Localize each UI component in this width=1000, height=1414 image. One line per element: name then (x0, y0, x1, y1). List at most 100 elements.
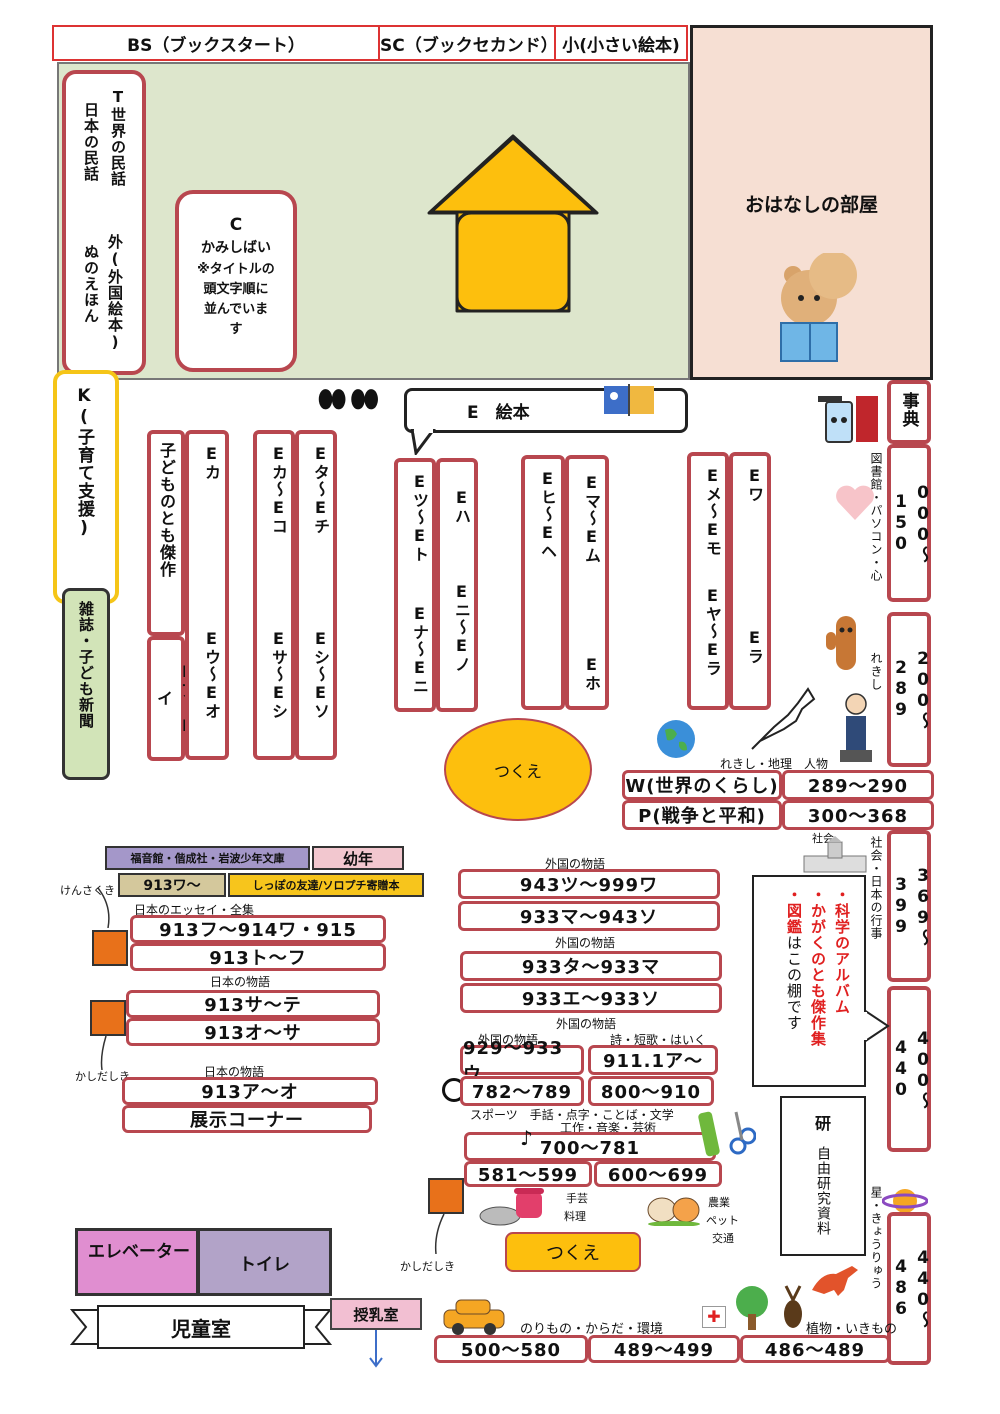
folk-japan-label: 日本の民話 (82, 102, 100, 182)
r913o-text: 913オ～サ (204, 1023, 302, 1044)
shelf-913wa-label: 913ワ～ (118, 873, 226, 897)
elevator-label: エレベーター (88, 1242, 190, 1262)
e-sa-label: Eサ～Eシ (269, 629, 288, 720)
e-hi-label: Eヒ～Eヘ (538, 469, 557, 560)
desk-oval: つくえ (444, 718, 592, 821)
shippo-text: しっぽの友達/ソロプチ寄贈本 (252, 879, 400, 892)
shelf-600: 600～699 (594, 1161, 722, 1187)
kamishibai-line3: 頭文字順に (203, 282, 269, 298)
small-picturebook-label: 小(小さい絵本) (554, 25, 688, 61)
vehicle-caption: のりもの・からだ・環境 (520, 1322, 664, 1337)
research-sub: 自由研究資料 (815, 1146, 831, 1236)
house-arrow-icon (427, 134, 599, 313)
tree-icon (736, 1286, 768, 1330)
r933ta-text: 933タ～933マ (521, 957, 661, 978)
shelf-913o: 913オ～サ (126, 1018, 380, 1046)
e-u-label: Eウ～Eオ (202, 629, 221, 720)
e-ha-label: Eハ (452, 488, 471, 525)
e-ma-label: Eマ～Eム (582, 473, 601, 564)
publisher-text: 福音館・偕成社・岩波少年文庫 (130, 852, 285, 865)
shelf-933ta: 933タ～933マ (460, 951, 722, 981)
japan-map-icon (751, 687, 816, 750)
down-arrow-icon (369, 1330, 383, 1368)
jidoushitsu-ribbon (70, 1305, 332, 1349)
folk-world-label: 世界の民話 (109, 107, 127, 187)
w-label-box: W(世界のくらし) (622, 770, 782, 800)
open-book-icon (604, 384, 654, 416)
p-range: 300～368 (807, 806, 909, 827)
e-ka-label: Eカ (202, 444, 221, 481)
essay-caption: 日本のエッセイ・全集 (134, 903, 255, 917)
r913wa-text: 913ワ～ (143, 878, 201, 894)
r913fu-text: 913フ～914ワ・915 (159, 920, 357, 941)
first-aid-icon: ✚ (702, 1306, 726, 1328)
r489-text: 489～499 (613, 1340, 715, 1361)
e-a-shelf: Eア～Eイ (147, 636, 197, 761)
exhibit-corner: 展示コーナー (122, 1105, 372, 1133)
history-caption: れきし・地理 人物 (720, 757, 829, 771)
nursing-room: 授乳室 (330, 1298, 422, 1330)
r913to-text: 913ト～フ (209, 948, 307, 969)
poetry-caption: 詩・短歌・はいく (610, 1033, 707, 1047)
sc-label: SC（ブックセカンド） (378, 25, 558, 61)
caption-library: 図書館・パソコン・心 (869, 452, 883, 582)
e-tsu-label: Eツ～Eト (410, 472, 429, 563)
folk-tales-shelf: T世界の民話 日本の民話 外(外国絵本) ぬのえほん (62, 70, 146, 375)
shelf-200-289: 200～289 (887, 612, 933, 767)
science-rest: はこの棚です (785, 935, 803, 1031)
science-album: ・科学のアルバム (833, 887, 851, 1015)
shelf-440-486: 440～486 (887, 1212, 933, 1365)
kashidashiki-cable-2 (434, 1214, 445, 1254)
shelf-000-150: 000～150 (887, 444, 933, 602)
kamishibai-code: C (229, 215, 243, 235)
shelf-933e: 933エ～933ソ (460, 983, 722, 1013)
kodomo-no-tomo-label: 子どものとも傑作 (157, 442, 176, 578)
shelf-489: 489～499 (588, 1335, 740, 1363)
p-range-box: 300～368 (782, 800, 934, 830)
k-parenting-shelf: K(子育て支援) (53, 370, 119, 604)
r933ma-text: 933マ～943ソ (519, 907, 659, 928)
shelf-581: 581～599 (464, 1161, 592, 1187)
nursing-room-label: 授乳室 (353, 1305, 399, 1324)
kamishibai-line1: かみしばい (201, 240, 271, 257)
foreign-picturebook-label: 外(外国絵本) (106, 234, 124, 352)
e-me-shelf: Eメ～Eモ Eヤ～Eラ (687, 452, 729, 710)
beetle-icon (784, 1285, 802, 1328)
callout-tail (864, 1010, 890, 1044)
e-hi-shelf: Eヒ～Eヘ (521, 455, 565, 710)
k-parenting-label: K(子育て支援) (74, 386, 94, 539)
e-wa-label: Eワ (745, 466, 764, 503)
kagaku-no-tomo: ・かがくのとも傑作集 (809, 887, 827, 1047)
foreign-caption-1: 外国の物語 (545, 857, 606, 871)
shelf-929: 929～933ウ (460, 1038, 584, 1085)
foreign-caption-4: 外国の物語 (478, 1033, 539, 1047)
farm-label: 農業 (708, 1196, 730, 1209)
plant-caption: 植物・いきもの (806, 1322, 898, 1337)
r911-text: 911.1ア～ (603, 1051, 703, 1072)
heart-icon (836, 485, 874, 520)
planet-icon (882, 1189, 928, 1213)
r600-text: 600～699 (607, 1165, 709, 1186)
r782-text: 782～789 (471, 1082, 573, 1103)
r943-text: 943ツ～999ワ (519, 875, 659, 896)
e-shi-label: Eシ～Eソ (311, 629, 330, 720)
kamishibai-line4: 並んでいま (203, 302, 269, 318)
kensakuki-cable (97, 888, 110, 928)
bubble-tail (410, 429, 436, 455)
e-ma-shelf: Eマ～Eム Eホ (565, 455, 609, 710)
kensakuki-terminal (92, 930, 128, 966)
picturebook-label: E 絵本 (467, 403, 530, 423)
range-440-486: 440～486 (891, 1248, 933, 1329)
magazine-shelf: 雑誌・子ども新聞 (62, 588, 110, 780)
magazine-label: 雑誌・子ども新聞 (77, 601, 95, 729)
shelf-400-440: 400～440 (887, 986, 933, 1152)
elevator: エレベーター (75, 1228, 199, 1296)
ohanashi-room: おはなしの部屋 (690, 25, 933, 380)
zukan: ・図鑑 (785, 887, 803, 935)
kamishibai-shelf: C かみしばい ※タイトルの 頭文字順に 並んでいま す (175, 190, 297, 372)
e-na-label: Eナ～Eニ (410, 604, 429, 695)
shelf-700: 700～781 (464, 1132, 716, 1161)
cloth-book-label: ぬのえほん (82, 244, 100, 324)
kashidashiki-cable-1 (100, 1036, 107, 1070)
shelf-486: 486～489 (740, 1335, 890, 1363)
